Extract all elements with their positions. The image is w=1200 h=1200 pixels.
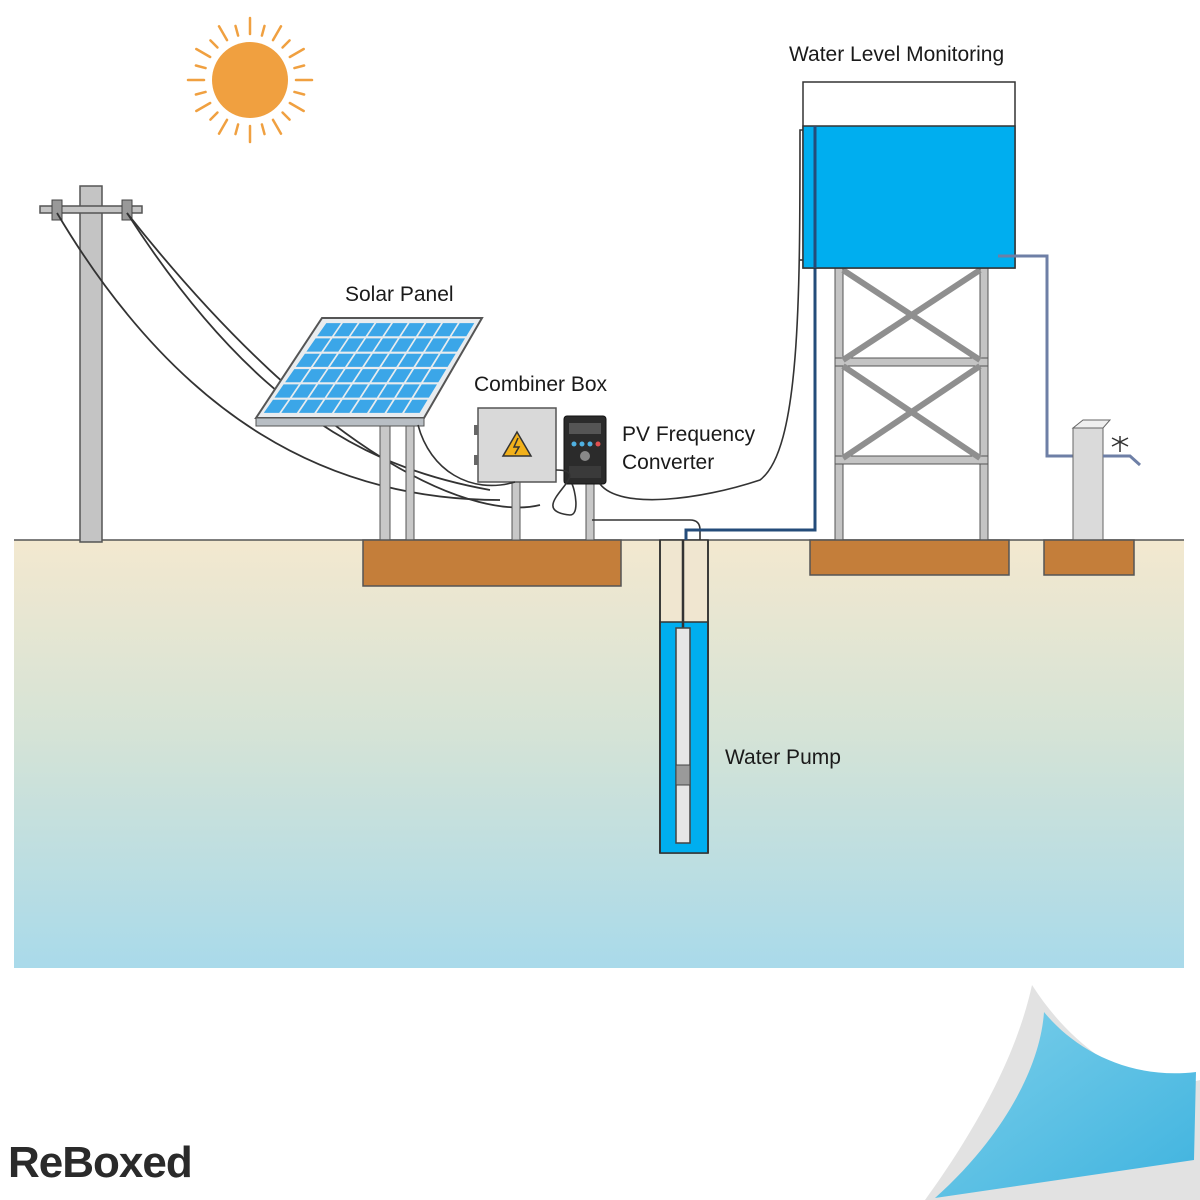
water-pump bbox=[675, 540, 691, 844]
sun-ray bbox=[217, 25, 229, 42]
solar-cell bbox=[344, 384, 368, 398]
solar-cell bbox=[336, 369, 361, 383]
sun-ray bbox=[194, 64, 207, 70]
sun-icon bbox=[186, 16, 314, 144]
combiner-box bbox=[474, 407, 557, 541]
solar-cell bbox=[423, 369, 447, 383]
solar-cell bbox=[413, 384, 437, 398]
solar-cell bbox=[369, 399, 393, 413]
solar-cell bbox=[340, 338, 365, 352]
solar-cell bbox=[374, 338, 398, 352]
solar-cell bbox=[378, 384, 403, 398]
sun-ray bbox=[271, 25, 283, 42]
water-level-monitoring-label: Water Level Monitoring bbox=[789, 43, 1005, 66]
sun-ray bbox=[209, 39, 219, 49]
solar-cell bbox=[312, 353, 337, 367]
water-pump-label: Water Pump bbox=[725, 746, 841, 769]
ground bbox=[14, 539, 1184, 968]
solar-cell bbox=[434, 323, 458, 337]
foundation-left bbox=[362, 539, 622, 587]
solar-cell bbox=[391, 338, 415, 352]
solar-cell bbox=[263, 399, 289, 413]
solar-cell bbox=[417, 323, 441, 337]
sun-ray bbox=[195, 101, 212, 113]
solar-cell bbox=[384, 323, 408, 337]
solar-cell bbox=[281, 399, 306, 413]
solar-cell bbox=[333, 323, 358, 337]
solar-cell bbox=[326, 384, 351, 398]
solar-cell bbox=[371, 369, 395, 383]
solar-cell bbox=[405, 369, 430, 383]
solar-cell bbox=[425, 338, 449, 352]
solar-panel-label: Solar Panel bbox=[345, 283, 454, 306]
sun-ray bbox=[217, 118, 229, 135]
corner-fold-graphic bbox=[925, 985, 1200, 1200]
solar-cell bbox=[330, 353, 354, 367]
water-tap bbox=[1071, 419, 1142, 541]
solar-cell bbox=[295, 353, 320, 367]
pv-converter-label-line2: Converter bbox=[622, 451, 715, 474]
solar-cell bbox=[381, 353, 405, 367]
solar-cell bbox=[316, 399, 341, 413]
solar-cell bbox=[302, 369, 327, 383]
sun-ray bbox=[260, 24, 266, 37]
solar-cell bbox=[361, 384, 386, 398]
solar-cell bbox=[285, 369, 310, 383]
solar-cell bbox=[319, 369, 344, 383]
cables bbox=[417, 129, 806, 540]
solar-cell bbox=[386, 399, 411, 413]
sun-ray bbox=[260, 123, 266, 136]
solar-cell bbox=[401, 323, 425, 337]
solar-cell bbox=[354, 369, 378, 383]
solar-cell bbox=[388, 369, 413, 383]
water-tower bbox=[834, 267, 989, 541]
solar-cell bbox=[323, 338, 348, 352]
sun-ray bbox=[293, 90, 306, 96]
pv-frequency-converter bbox=[563, 415, 607, 541]
solar-cell bbox=[415, 353, 439, 367]
solar-cell bbox=[291, 384, 317, 398]
sun-ray bbox=[281, 39, 291, 49]
solar-cell bbox=[309, 384, 334, 398]
sun-ray bbox=[288, 101, 305, 113]
solar-cell bbox=[347, 353, 371, 367]
sun-ray bbox=[281, 111, 291, 121]
sun-ray bbox=[271, 118, 283, 135]
brand-logo: ReBoxed bbox=[8, 1138, 193, 1187]
sun-ray bbox=[234, 123, 240, 136]
solar-cell bbox=[408, 338, 432, 352]
sun-ray bbox=[194, 90, 207, 96]
water-tank bbox=[802, 81, 1016, 269]
pv-converter-label-line1: PV Frequency bbox=[622, 423, 756, 446]
combiner-box-label: Combiner Box bbox=[474, 373, 608, 396]
solar-cell bbox=[351, 399, 376, 413]
utility-pole bbox=[39, 185, 143, 543]
sun-ray bbox=[209, 111, 219, 121]
solar-cell bbox=[274, 384, 299, 398]
foundation-tower bbox=[809, 539, 1010, 576]
sun-ray bbox=[288, 47, 305, 59]
solar-cell bbox=[404, 399, 428, 413]
solar-cell bbox=[432, 353, 456, 367]
solar-cell bbox=[334, 399, 358, 413]
solar-cell bbox=[396, 384, 420, 398]
solar-cell bbox=[350, 323, 375, 337]
foundation-tap bbox=[1043, 539, 1135, 576]
solar-cell bbox=[317, 323, 341, 337]
solar-panel bbox=[254, 317, 484, 541]
solar-cell bbox=[398, 353, 422, 367]
solar-cell bbox=[451, 323, 475, 337]
sun-ray bbox=[293, 64, 306, 70]
solar-cell bbox=[364, 353, 388, 367]
warning-icon bbox=[501, 430, 533, 457]
solar-cell bbox=[442, 338, 465, 352]
sun-ray bbox=[195, 47, 212, 59]
solar-cell bbox=[357, 338, 381, 352]
sun-ray bbox=[234, 24, 240, 37]
solar-cell bbox=[298, 399, 324, 413]
solar-cell bbox=[306, 338, 331, 352]
solar-cell bbox=[367, 323, 391, 337]
